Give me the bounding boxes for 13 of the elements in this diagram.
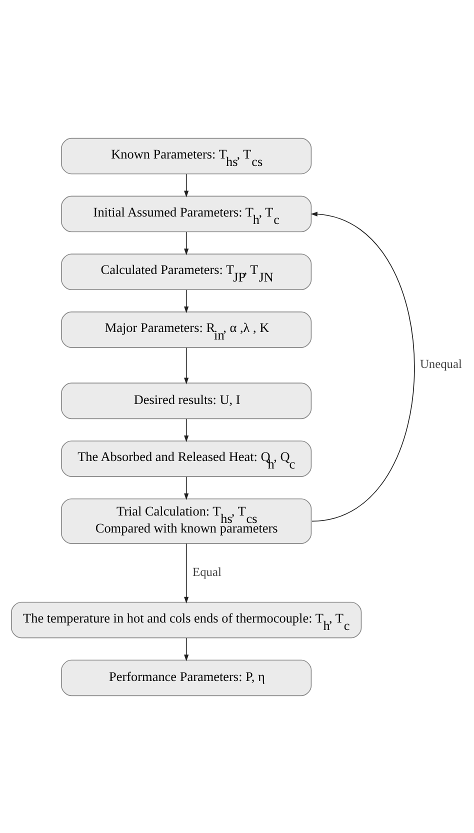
arrow	[184, 173, 189, 197]
arrow	[310, 211, 415, 522]
arrow	[184, 637, 189, 661]
node-box: Desired results: U, I	[61, 382, 312, 419]
arrow	[184, 288, 189, 313]
arrow	[184, 231, 189, 255]
edge-label: Unequal	[420, 356, 462, 371]
arrow	[184, 418, 189, 442]
edge-label: Equal	[192, 564, 222, 578]
node-box: Performance Parameters: P, η	[61, 659, 312, 696]
arrow	[184, 476, 189, 500]
arrow	[184, 346, 189, 384]
arrow	[184, 542, 189, 603]
